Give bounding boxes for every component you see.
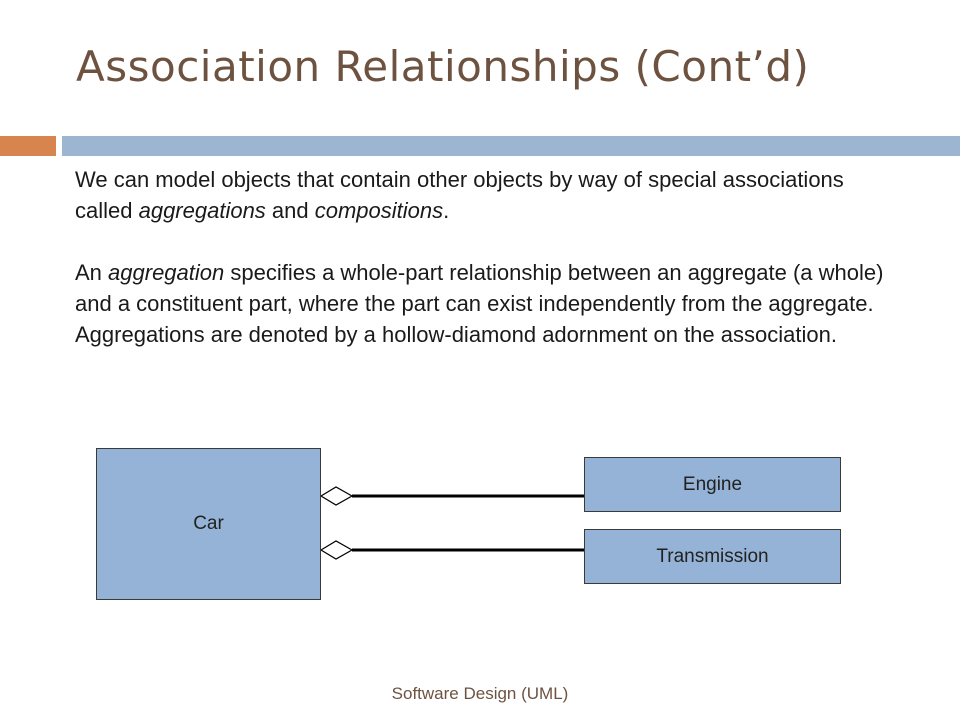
paragraph-text: An [75,260,109,285]
class-box-car: Car [96,448,321,600]
class-name: Transmission [656,545,769,567]
emphasis-term: compositions [314,198,444,223]
accent-bar [0,136,56,156]
class-box-engine: Engine [584,457,841,512]
hollow-diamond-icon [319,540,354,560]
header-bar [62,136,960,156]
paragraph-aggregation-definition: An aggregation specifies a whole-part re… [75,257,895,350]
paragraph-aggregation-intro: We can model objects that contain other … [75,164,895,226]
hollow-diamond-icon [319,486,354,506]
paragraph-text: We can model objects that contain other … [75,167,844,223]
class-name: Engine [682,473,743,495]
paragraph-text: . [443,198,450,223]
emphasis-term: aggregations [138,198,266,223]
paragraph-text: and [265,198,315,223]
class-box-transmission: Transmission [584,529,841,584]
paragraph-text: specifies a whole-part relationship betw… [75,260,884,347]
class-name: Car [193,513,224,534]
body-text: We can model objects that contain other … [75,164,895,381]
slide-title: Association Relationships (Cont’d) [76,42,810,91]
emphasis-term: aggregation [108,260,225,285]
slide-footer: Software Design (UML) [391,684,569,703]
